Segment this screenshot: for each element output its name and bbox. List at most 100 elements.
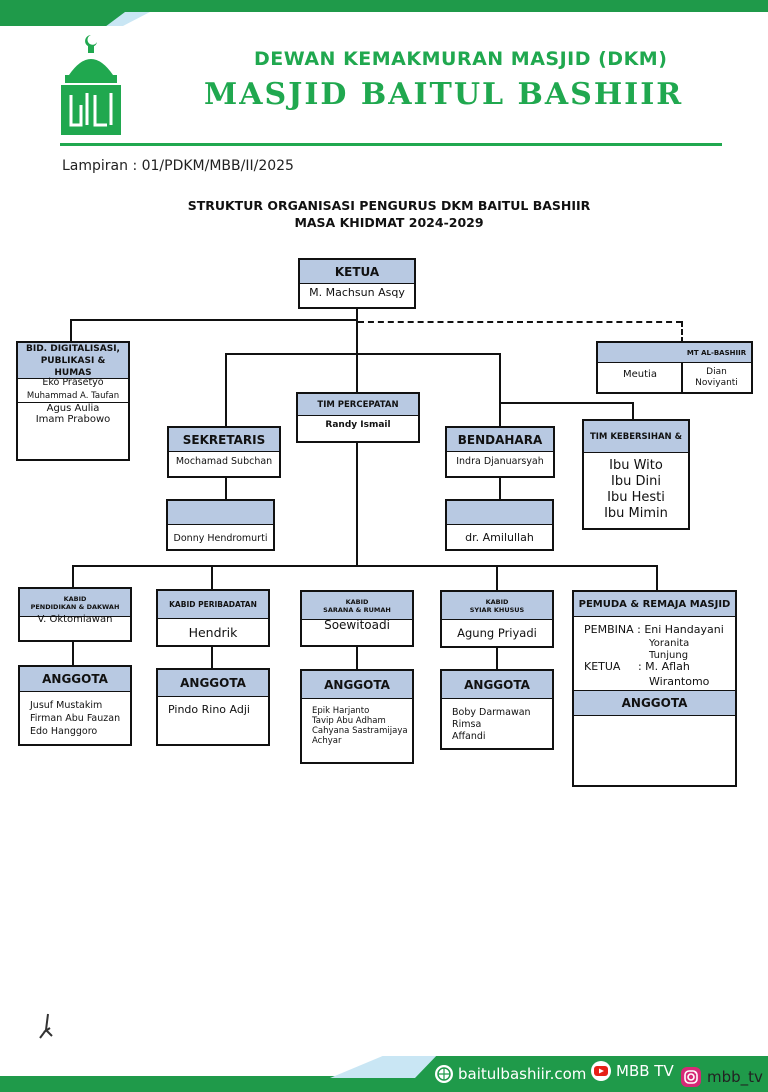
- signature-mark: [39, 1013, 53, 1039]
- footer-instagram-text: mbb_tv: [707, 1068, 763, 1086]
- anggota-member: Jusuf Mustakim: [30, 700, 103, 711]
- mosque-logo-icon: [61, 35, 121, 135]
- digital-member: Muhammad A. Taufan: [26, 391, 120, 401]
- mt-title: MT AL-BASHIIR: [682, 343, 751, 363]
- connector: [356, 646, 358, 670]
- chart-subtitle: MASA KHIDMAT 2024-2029: [294, 215, 484, 230]
- connector: [496, 646, 498, 670]
- dashed-connector: [358, 321, 682, 323]
- anggota-member: Achyar: [312, 736, 342, 746]
- connector: [211, 565, 213, 589]
- digital-box: BID. DIGITALISASI, PUBLIKASI & HUMAS Eko…: [16, 341, 130, 461]
- connector: [356, 308, 358, 394]
- connector: [356, 442, 358, 566]
- kabid-syiar-box: KABID SYIAR KHUSUS Agung Priyadi: [440, 590, 554, 648]
- anggota-pendidikan-box: ANGGOTA Jusuf Mustakim Firman Abu Fauzan…: [18, 665, 132, 746]
- percepatan-box: TIM PERCEPATAN Randy Ismail: [296, 392, 420, 443]
- anggota-member: Boby Darmawan: [452, 707, 531, 718]
- top-bar: [0, 0, 768, 12]
- anggota-member: Affandi: [452, 731, 486, 742]
- sekretaris-box: SEKRETARIS Mochamad Subchan: [167, 426, 281, 478]
- kebersihan-member: Ibu Mimin: [604, 506, 668, 521]
- bendahara-name: Indra Djanuarsyah: [456, 456, 544, 467]
- percepatan-name: Randy Ismail: [325, 420, 391, 430]
- anggota-sarana-box: ANGGOTA Epik Harjanto Tavip Abu Adham Ca…: [300, 669, 414, 764]
- kebersihan-title: TIM KEBERSIHAN &: [584, 421, 688, 453]
- mt-box: MT AL-BASHIIR Meutia Dian Noviyanti: [596, 341, 753, 394]
- lampiran-text: Lampiran : 01/PDKM/MBB/II/2025: [62, 158, 294, 174]
- anggota-member: Epik Harjanto: [312, 706, 370, 716]
- kebersihan-member: Ibu Dini: [611, 474, 661, 489]
- ketua-box: KETUA M. Machsun Asqy: [298, 258, 416, 309]
- connector: [499, 402, 634, 404]
- kabid-name: Hendrik: [188, 625, 238, 640]
- bendahara-title: BENDAHARA: [447, 428, 553, 452]
- anggota-member: Tavip Abu Adham: [312, 716, 386, 726]
- ketua-title: KETUA: [300, 260, 414, 284]
- footer-youtube-text: MBB TV: [616, 1062, 674, 1080]
- connector: [211, 645, 213, 669]
- anggota-title: ANGGOTA: [20, 667, 130, 692]
- divider: [18, 402, 128, 403]
- kabid-sarana-box: KABID SARANA & RUMAH Soewitoadi: [300, 590, 414, 647]
- kabid-pendidikan-box: KABID PENDIDIKAN & DAKWAH V. Oktomiawan: [18, 587, 132, 642]
- bendahara-deputy: dr. Amilullah: [465, 531, 534, 544]
- connector: [72, 565, 74, 588]
- footer-website[interactable]: baitulbashiir.com: [434, 1064, 586, 1084]
- pemuda-anggota-title: ANGGOTA: [574, 690, 735, 716]
- top-bar-accent-green: [0, 12, 125, 26]
- kabid-title-1: KABID: [485, 597, 509, 606]
- mt-member: Meutia: [623, 369, 657, 380]
- digital-member: Agus Aulia: [46, 403, 100, 414]
- connector: [499, 353, 501, 427]
- sekretaris-deputy: Donny Hendromurti: [173, 533, 268, 544]
- anggota-member: Cahyana Sastramijaya: [312, 726, 408, 736]
- anggota-title: ANGGOTA: [158, 670, 268, 697]
- bendahara-deputy-box: dr. Amilullah: [445, 499, 554, 551]
- kebersihan-member: Ibu Wito: [609, 458, 663, 473]
- pemuda-pembina: PEMBINA : Eni Handayani: [584, 623, 724, 636]
- chart-title: STRUKTUR ORGANISASI PENGURUS DKM BAITUL …: [187, 198, 591, 213]
- anggota-member: Pindo Rino Adji: [168, 703, 250, 716]
- kabid-name: Soewitoadi: [324, 618, 390, 632]
- pemuda-ketua: Wirantomo: [649, 675, 710, 688]
- kabid-name: Agung Priyadi: [457, 626, 537, 640]
- footer-accent-green: [415, 1056, 768, 1078]
- kebersihan-member: Ibu Hesti: [607, 490, 665, 505]
- digital-title: BID. DIGITALISASI, PUBLIKASI & HUMAS: [18, 343, 128, 379]
- kabid-title: KABID PERIBADATAN: [158, 591, 268, 619]
- footer-website-text: baitulbashiir.com: [458, 1065, 587, 1083]
- kabid-title: KABID SARANA & RUMAH: [302, 592, 412, 620]
- kabid-title: KABID SYIAR KHUSUS: [442, 592, 552, 620]
- mt-title-blank: [598, 343, 682, 363]
- anggota-member: Rimsa: [452, 719, 482, 730]
- sekretaris-title: SEKRETARIS: [169, 428, 279, 452]
- instagram-icon: [681, 1067, 701, 1087]
- connector: [225, 353, 501, 355]
- kabid-title-1: KABID: [345, 597, 369, 606]
- connector: [72, 641, 74, 666]
- kabid-peribadatan-box: KABID PERIBADATAN Hendrik: [156, 589, 270, 647]
- kabid-name: V. Oktomiawan: [37, 614, 113, 625]
- kabid-title-2: SARANA & RUMAH: [323, 605, 391, 614]
- footer-instagram[interactable]: mbb_tv: [680, 1066, 763, 1088]
- pemuda-title: PEMUDA & REMAJA MASJID: [574, 592, 735, 617]
- kabid-title: KABID PENDIDIKAN & DAKWAH: [20, 589, 130, 617]
- percepatan-title: TIM PERCEPATAN: [298, 394, 418, 416]
- kabid-title-2: SYIAR KHUSUS: [469, 605, 525, 614]
- pemuda-box: PEMUDA & REMAJA MASJID PEMBINA : Eni Han…: [572, 590, 737, 787]
- divider: [681, 363, 683, 392]
- anggota-title: ANGGOTA: [302, 671, 412, 699]
- connector: [656, 565, 658, 590]
- connector: [70, 319, 72, 343]
- deputy-header: [168, 501, 273, 525]
- dkm-title: DEWAN KEMAKMURAN MASJID (DKM): [254, 48, 668, 70]
- anggota-syiar-box: ANGGOTA Boby Darmawan Rimsa Affandi: [440, 669, 554, 750]
- pemuda-pembina: Yoranita: [649, 638, 690, 649]
- footer-youtube[interactable]: MBB TV: [590, 1061, 674, 1081]
- ketua-name: M. Machsun Asqy: [309, 286, 405, 299]
- anggota-peribadatan-box: ANGGOTA Pindo Rino Adji: [156, 668, 270, 746]
- footer-bar: [0, 1076, 768, 1092]
- anggota-list: Epik Harjanto Tavip Abu Adham Cahyana Sa…: [312, 706, 408, 746]
- anggota-list: Jusuf Mustakim Firman Abu Fauzan Edo Han…: [30, 699, 120, 738]
